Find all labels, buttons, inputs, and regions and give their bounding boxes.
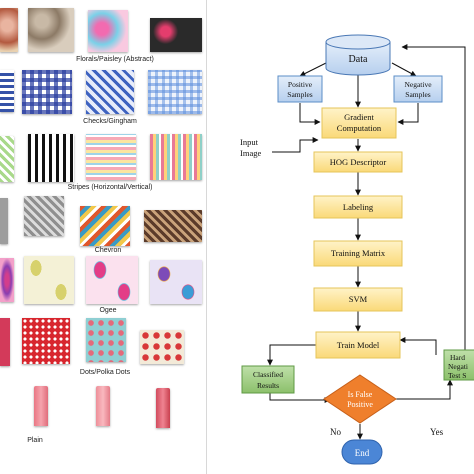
checks-swatch [86,70,134,114]
yes-label: Yes [430,427,444,437]
floral-swatch [0,8,18,52]
gradient-computation-box: Gradient Computation [321,107,397,139]
category-label: Checks/Gingham [83,118,137,125]
connector [299,62,327,77]
polka-dots-swatch [22,318,70,364]
hard-negative-line2: Negati [448,362,468,371]
chevron-swatch [80,206,130,246]
stripes-swatch [0,136,14,182]
connector [272,137,319,153]
negative-label-line2: Samples [405,90,430,99]
is-false-positive-decision: Is False Positive [323,374,397,424]
chevron-swatch [144,210,202,242]
dots-swatch [0,318,10,366]
category-label: Stripes (Horizontal/Vertical) [67,184,153,191]
negative-samples-box: Negative Samples [393,75,443,103]
positive-label-line2: Samples [287,90,312,99]
category-label: Ogee [99,307,117,314]
polka-dots-swatch [86,318,126,362]
classified-label-line2: Results [257,381,279,390]
hard-negative-line1: Hard [450,353,465,362]
positive-label-line1: Positive [288,80,313,89]
train-model-label: Train Model [337,340,380,350]
ogee-swatch [0,258,14,302]
connector [269,393,331,403]
gingham-swatch [22,70,72,114]
connector [401,44,466,351]
classified-results-box: Classified Results [241,365,295,394]
labeling-label: Labeling [343,202,374,212]
checks-swatch [0,70,14,112]
connectors [267,44,466,440]
stripes-swatch [86,134,136,180]
labeling-box: Labeling [313,195,403,219]
connector [391,62,417,77]
decision-label-line2: Positive [347,400,373,409]
plain-swatch [156,388,170,428]
no-label: No [330,427,341,437]
svm-box: SVM [313,287,403,312]
hog-descriptor-box: HOG Descriptor [313,151,403,173]
positive-samples-box: Positive Samples [277,75,323,103]
gradient-label-line1: Gradient [344,112,374,122]
end-label: End [355,448,370,458]
stripes-swatch [28,134,74,182]
chevron-swatch [24,196,64,236]
category-label: Plain [27,437,43,444]
connector [397,103,419,125]
category-label: Dots/Polka Dots [79,369,131,376]
connector [399,337,437,355]
classified-label-line1: Classified [253,370,283,379]
stripes-swatch [150,134,202,180]
hard-negative-box: Hard Negati Test S [443,349,474,381]
training-matrix-box: Training Matrix [313,240,403,267]
paisley-swatch [28,8,74,52]
connector [396,379,453,400]
category-label: Florals/Paisley (Abstract) [76,56,154,63]
connector [267,344,318,366]
decision-label-line1: Is False [348,390,373,399]
plain-swatch [34,386,48,426]
connector [299,103,321,125]
floral-swatch [150,18,202,52]
polka-dots-swatch [140,330,184,364]
gradient-label-line2: Computation [337,123,382,133]
data-cylinder: Data [325,34,391,76]
input-image-label-line2: Image [240,148,261,158]
training-matrix-label: Training Matrix [331,248,386,258]
chevron-swatch [0,198,8,244]
input-image-label-line1: Input [240,137,259,147]
gingham-swatch [148,70,202,114]
plain-swatch [96,386,110,426]
svm-label: SVM [349,294,368,304]
data-label: Data [349,54,368,65]
end-terminator: End [341,439,383,465]
hog-label: HOG Descriptor [330,157,387,167]
ogee-swatch [24,256,74,304]
pattern-samples-panel: Florals/Paisley (Abstract) Checks/Gingha… [0,0,207,474]
ogee-swatch [150,260,202,304]
hard-negative-line3: Test S [448,371,466,380]
paisley-swatch [88,10,128,52]
negative-label-line1: Negative [404,80,432,89]
ogee-swatch [86,256,138,304]
train-model-box: Train Model [315,331,401,359]
category-label: Chevron [94,247,122,254]
